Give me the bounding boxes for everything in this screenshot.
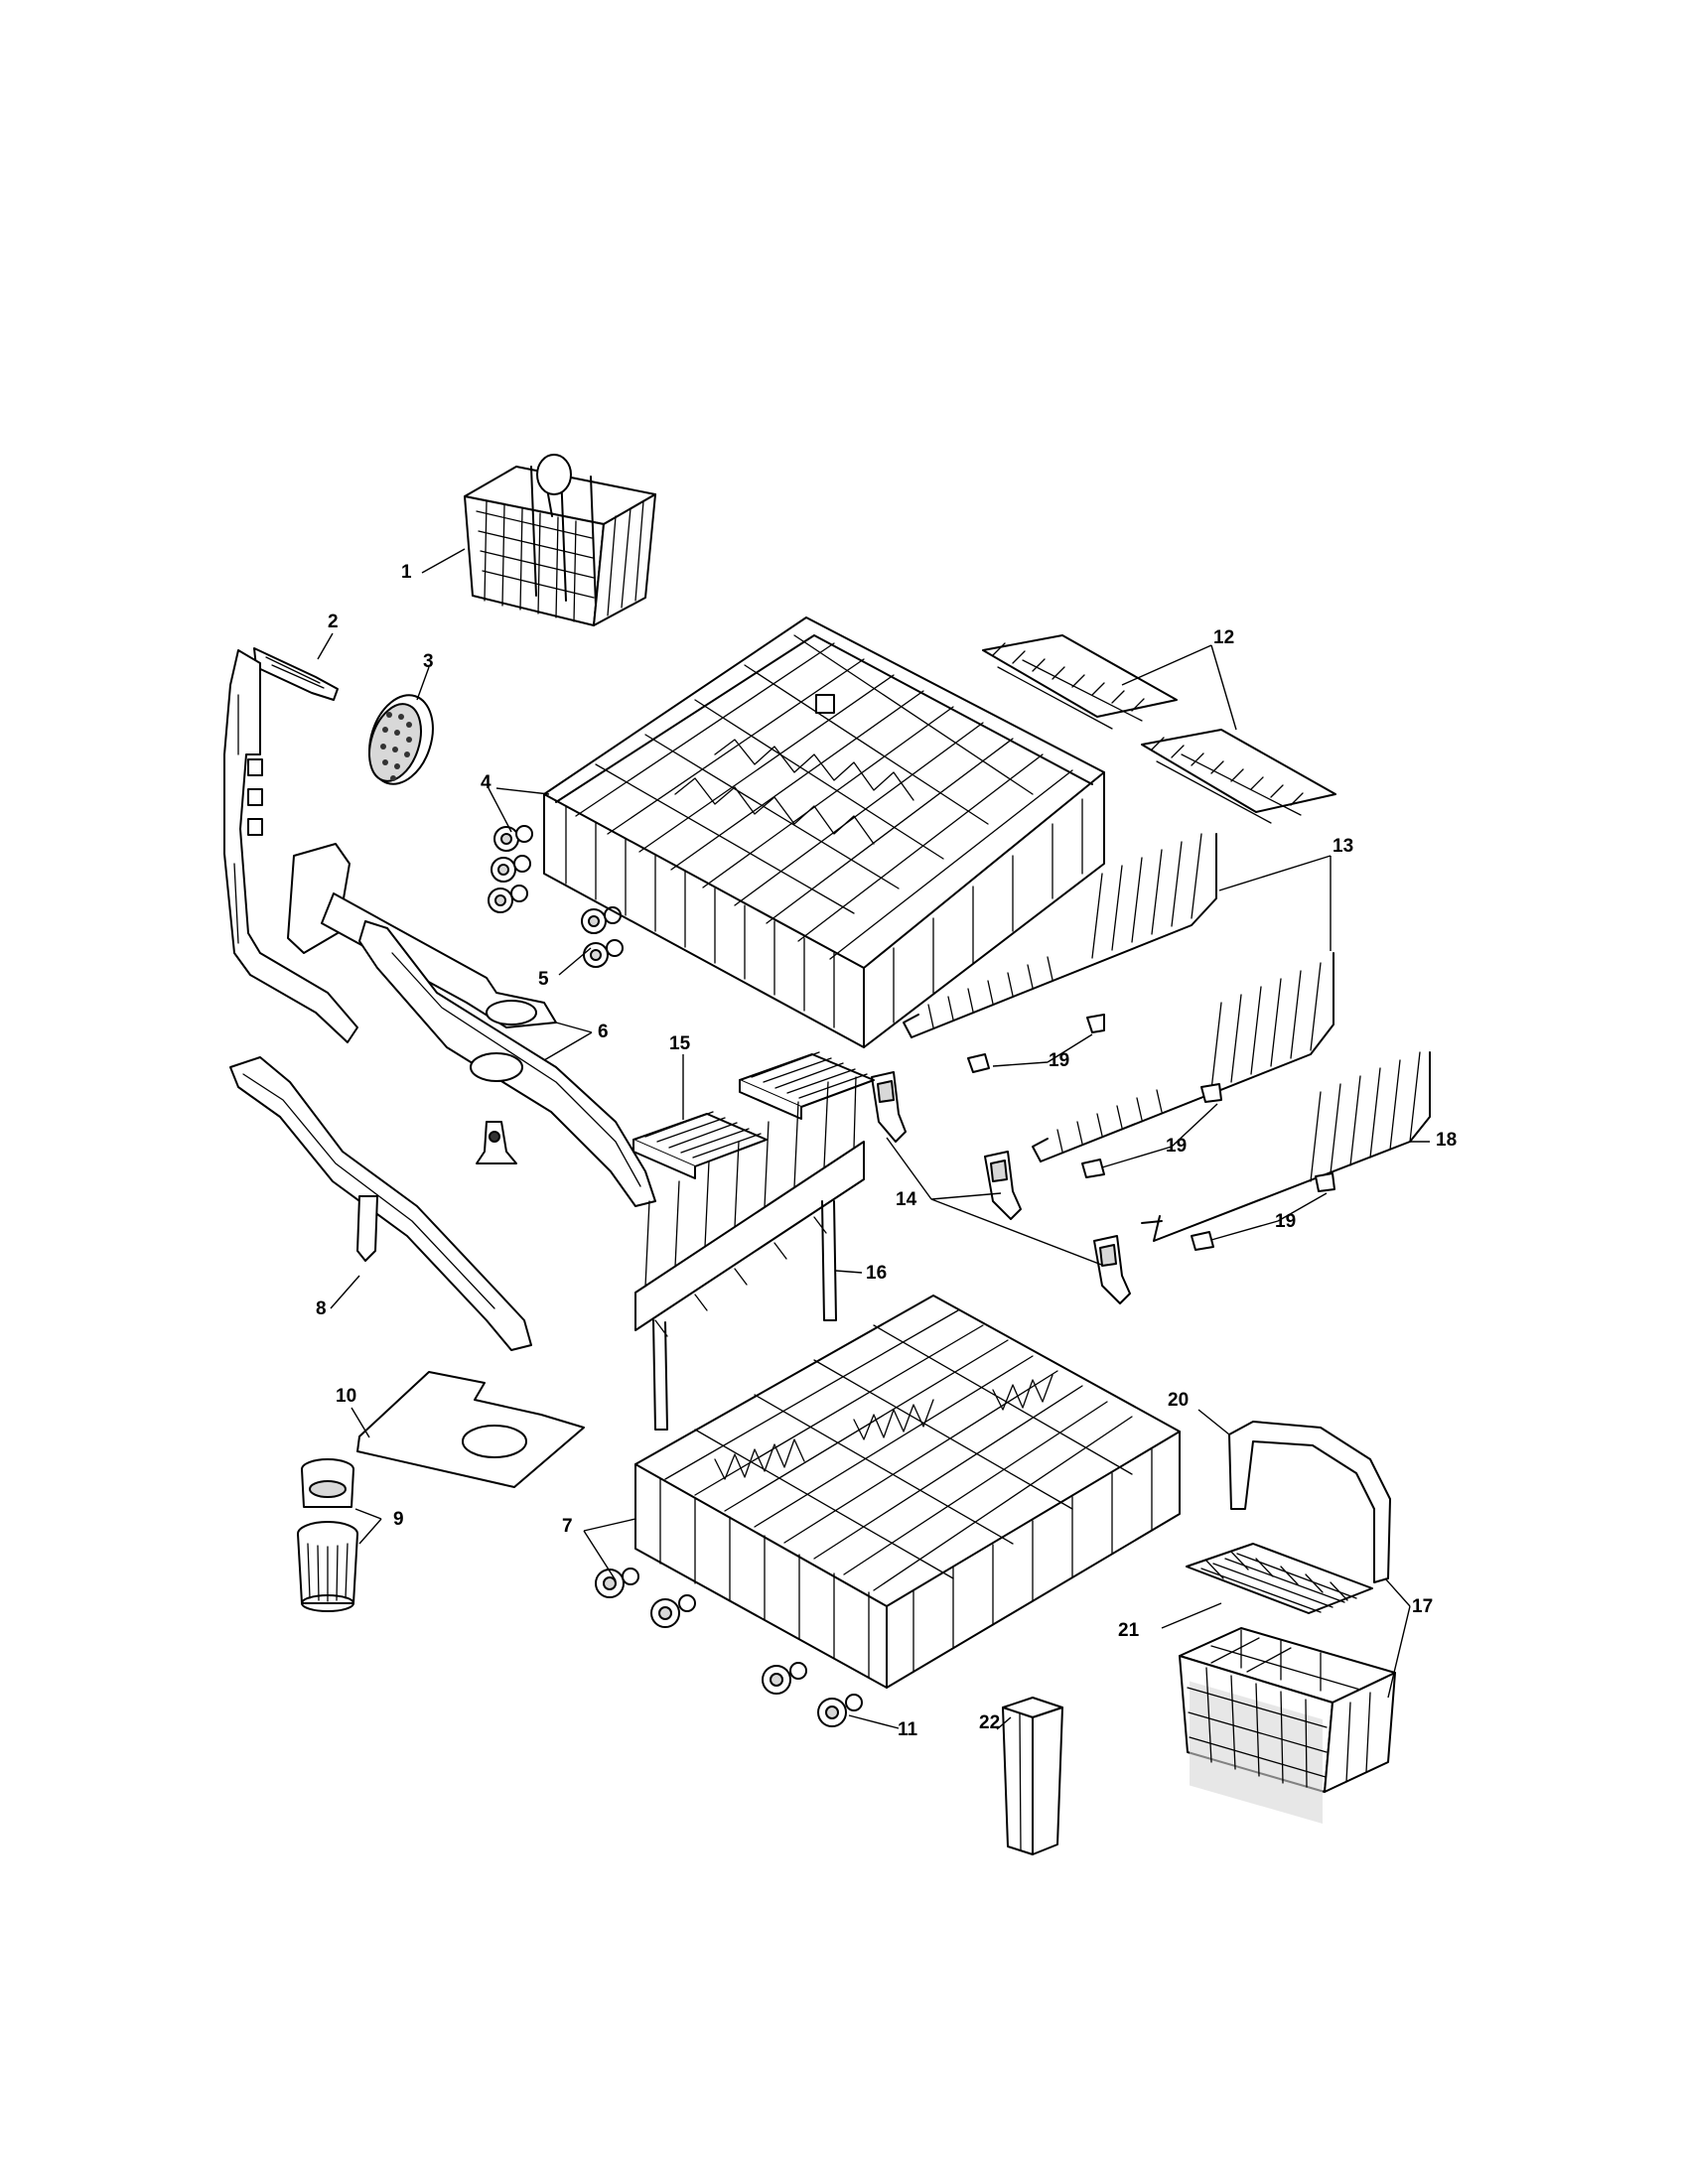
callout-3: 3 bbox=[423, 651, 434, 672]
part-3-strainer-disc bbox=[368, 694, 434, 785]
callout-labels: 1 2 3 4 5 6 7 8 9 10 11 12 13 14 15 16 1… bbox=[316, 562, 1457, 1740]
part-15-cup-shelves bbox=[632, 1051, 875, 1179]
callout-6: 6 bbox=[598, 1022, 609, 1042]
part-18-tine-section bbox=[1141, 1051, 1431, 1242]
part-14-rack-adjusters bbox=[871, 1071, 1131, 1304]
callout-8: 8 bbox=[316, 1298, 327, 1319]
part-1-silverware-basket bbox=[464, 454, 656, 626]
callout-13: 13 bbox=[1333, 836, 1353, 857]
callout-20: 20 bbox=[1168, 1390, 1189, 1411]
part-13-tine-section-upper bbox=[903, 833, 1217, 1038]
upper-rack bbox=[543, 616, 1105, 1048]
callout-2: 2 bbox=[328, 612, 339, 632]
callout-19-c: 19 bbox=[1275, 1211, 1296, 1232]
callout-18: 18 bbox=[1436, 1130, 1457, 1151]
part-21-basket-lid bbox=[1186, 1543, 1373, 1614]
part-22-small-bin bbox=[1002, 1697, 1063, 1855]
part-11-lower-rack-wheels bbox=[762, 1662, 863, 1727]
callout-17: 17 bbox=[1412, 1596, 1433, 1617]
leader-lines bbox=[317, 548, 1430, 1730]
callout-16: 16 bbox=[866, 1263, 887, 1284]
callout-19-a: 19 bbox=[1049, 1050, 1069, 1071]
callout-10: 10 bbox=[336, 1386, 356, 1407]
callout-21: 21 bbox=[1118, 1620, 1140, 1641]
callout-22: 22 bbox=[979, 1712, 1000, 1733]
callout-1: 1 bbox=[401, 562, 412, 583]
part-20-basket-handle bbox=[1228, 1421, 1391, 1583]
callout-9: 9 bbox=[393, 1509, 404, 1530]
part-16-fold-down-rack bbox=[634, 1076, 865, 1431]
part-7-lower-rack-wheels bbox=[595, 1568, 696, 1628]
part-5-upper-rack-rollers bbox=[581, 906, 624, 968]
callout-4: 4 bbox=[481, 772, 491, 793]
callout-11: 11 bbox=[898, 1719, 918, 1740]
part-9-filter-assembly bbox=[297, 1458, 358, 1612]
part-10-filter-plate bbox=[356, 1371, 585, 1488]
callout-7: 7 bbox=[562, 1516, 573, 1537]
part-2-spray-tube bbox=[223, 647, 358, 1043]
part-6-spray-arm-assembly bbox=[287, 843, 656, 1207]
part-13-tine-section-middle bbox=[1032, 952, 1334, 1162]
callout-19-b: 19 bbox=[1166, 1136, 1187, 1157]
callout-15: 15 bbox=[669, 1033, 691, 1054]
lower-rack bbox=[634, 1295, 1181, 1689]
callout-5: 5 bbox=[538, 969, 549, 990]
part-17-silverware-basket-lower bbox=[1179, 1627, 1396, 1824]
callout-14: 14 bbox=[896, 1189, 917, 1210]
part-12-tine-rows bbox=[982, 634, 1336, 824]
part-4-upper-rack-rollers bbox=[488, 825, 533, 913]
part-8-upper-spray-arm bbox=[229, 1056, 532, 1351]
callout-12: 12 bbox=[1213, 627, 1234, 648]
part-19-clips bbox=[967, 1014, 1335, 1251]
